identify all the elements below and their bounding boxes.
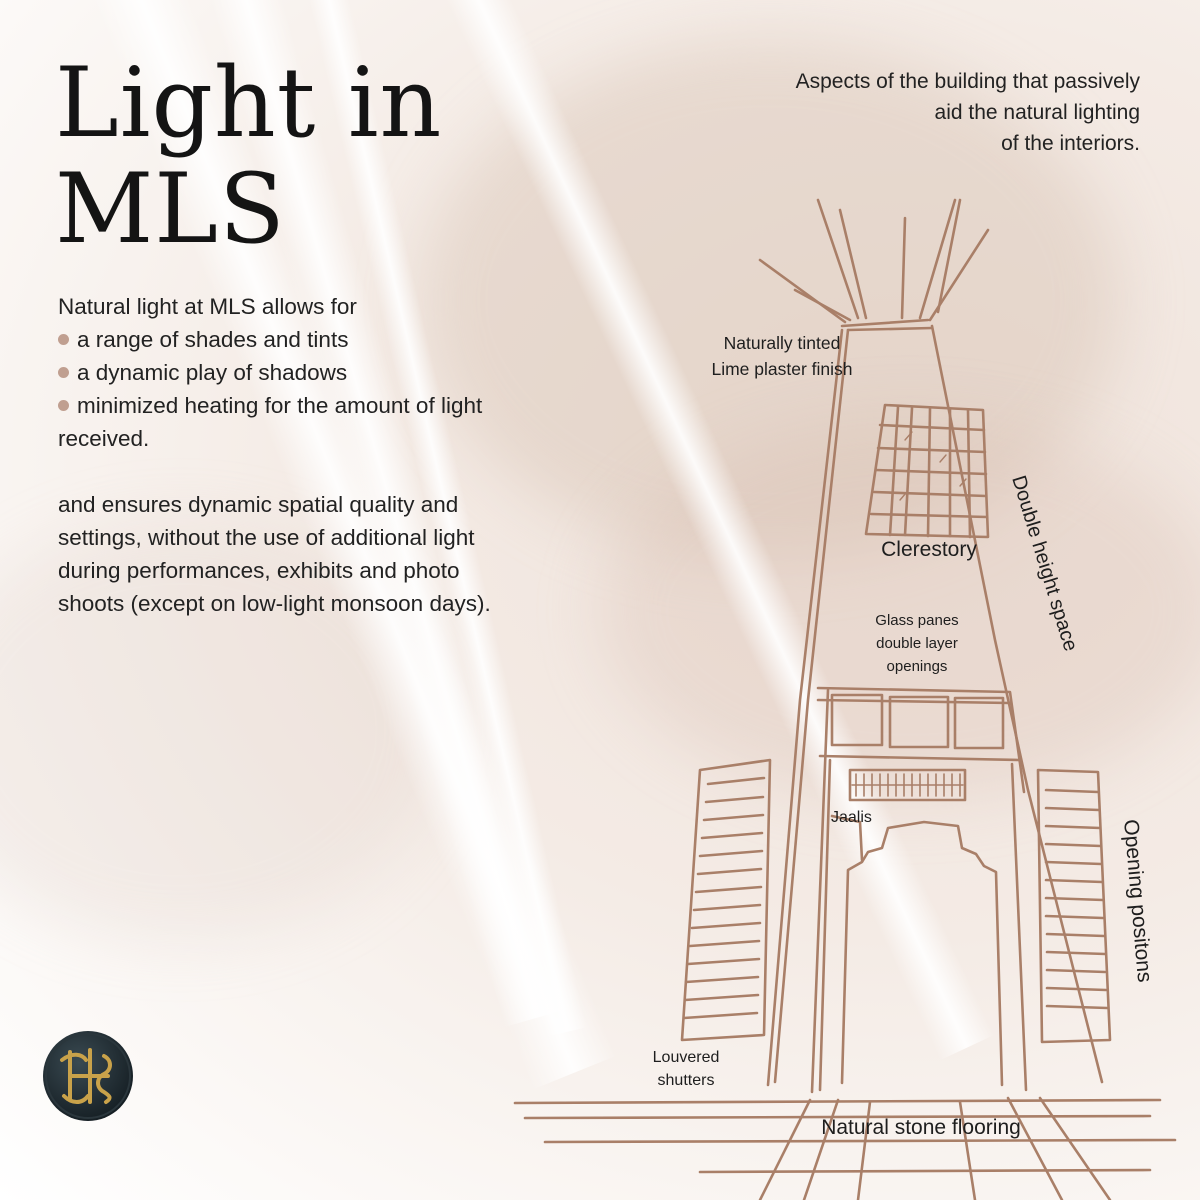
bullet-text: a dynamic play of shadows [77, 360, 348, 385]
intro-line-1: Aspects of the building that passively [795, 70, 1140, 93]
jaalis-label: Jaalis [831, 809, 872, 826]
bullet-item: minimized heating for the amount of ligh… [58, 389, 658, 422]
title-line-1: Light in [55, 47, 443, 159]
page-title: Light in MLS [55, 50, 442, 262]
bullet-item: a range of shades and tints [58, 323, 658, 356]
title-line-2: MLS [55, 153, 286, 265]
paragraph-line: shoots (except on low-light monsoon days… [58, 591, 491, 616]
tower-left-wall [773, 328, 850, 1084]
glass-panes-label-2: double layer [876, 635, 958, 652]
intro-line-3: of the interiors. [1001, 132, 1140, 155]
body-lead: Natural light at MLS allows for [58, 294, 357, 319]
louvered-label-2: shutters [658, 1072, 715, 1089]
left-louvered-shutter [680, 758, 772, 1042]
monogram-seal-icon [43, 1031, 133, 1121]
flooring-label: Natural stone flooring [821, 1116, 1021, 1139]
arched-doorway [840, 820, 1004, 1087]
louvered-label-1: Louvered [653, 1049, 720, 1066]
roof-rafters [758, 198, 990, 332]
tower-right-wall [930, 324, 1104, 1084]
lime-plaster-label-1: Naturally tinted [724, 333, 841, 353]
lime-plaster-label-2: Lime plaster finish [711, 359, 852, 379]
glass-panes-label-1: Glass panes [875, 612, 958, 629]
jaali-screen [848, 768, 967, 802]
right-louvered-shutter [1036, 768, 1112, 1044]
paragraph-line: and ensures dynamic spatial quality and [58, 492, 459, 517]
bullet-dot-icon [58, 400, 69, 411]
bullet-dot-icon [58, 334, 69, 345]
bullet-dot-icon [58, 367, 69, 378]
paragraph-line: settings, without the use of additional … [58, 525, 475, 550]
bullet-text: minimized heating for the amount of ligh… [77, 393, 483, 418]
clerestory-window [864, 403, 990, 539]
double-height-label: Double height space [1007, 473, 1081, 654]
intro-text: Aspects of the building that passively a… [620, 66, 1140, 159]
glass-panes-label-3: openings [887, 658, 948, 675]
bullet-continuation: received. [58, 426, 150, 451]
paragraph-line: during performances, exhibits and photo [58, 558, 460, 583]
stone-floor [513, 1096, 1177, 1200]
bullet-item: a dynamic play of shadows [58, 356, 658, 389]
intro-line-2: aid the natural lighting [934, 101, 1140, 124]
glass-panes [830, 693, 1005, 750]
body-text: Natural light at MLS allows for a range … [58, 290, 658, 620]
opening-positions-label: Opening positons [1119, 818, 1156, 983]
bullet-text: a range of shades and tints [77, 327, 349, 352]
clerestory-label: Clerestory [881, 538, 977, 561]
